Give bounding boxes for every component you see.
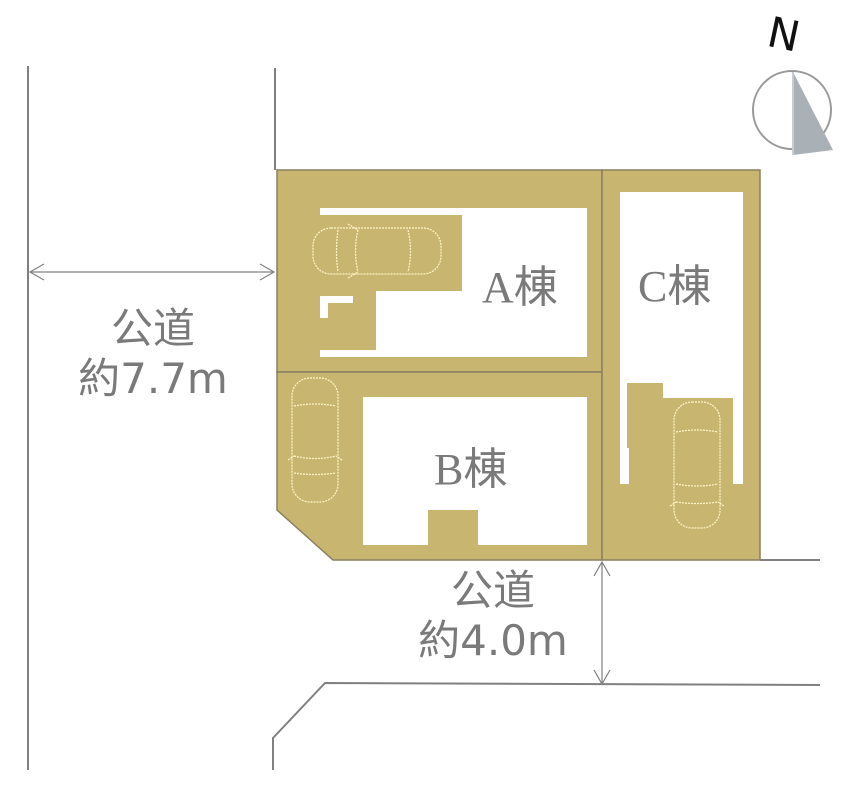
north-arrow-icon <box>752 70 833 155</box>
arrow-right-icon <box>259 263 276 281</box>
west-road-label: 公道 約7.7m <box>58 308 248 400</box>
road-boundary-lines <box>27 66 821 770</box>
dimension-west-road <box>28 263 276 281</box>
south-road-label: 公道 約4.0m <box>398 570 588 662</box>
south-road-name: 公道 <box>450 566 535 615</box>
building-footprints <box>320 192 743 545</box>
arrow-up-icon <box>593 560 611 577</box>
west-road-name: 公道 <box>110 304 195 353</box>
arrow-left-icon <box>28 263 45 281</box>
car-icon <box>287 377 343 503</box>
arrow-down-icon <box>593 669 611 686</box>
car-icon <box>312 223 442 279</box>
building-a-label: A棟 <box>482 263 558 312</box>
west-road-width: 約7.7m <box>78 354 228 403</box>
south-road-far-edge <box>272 681 821 770</box>
building-c-label: C棟 <box>638 262 712 311</box>
building-b-label: B棟 <box>434 445 508 494</box>
car-icon <box>669 401 725 529</box>
dimension-south-road <box>593 560 611 686</box>
building-c-right-strip <box>733 448 743 484</box>
south-road-width: 約4.0m <box>418 616 568 665</box>
building-c-footprint <box>620 192 743 483</box>
building-b-footprint <box>363 397 587 545</box>
building-a-notch <box>320 296 353 318</box>
building-c-left-strip <box>620 448 629 484</box>
building-a-footprint <box>320 208 587 357</box>
